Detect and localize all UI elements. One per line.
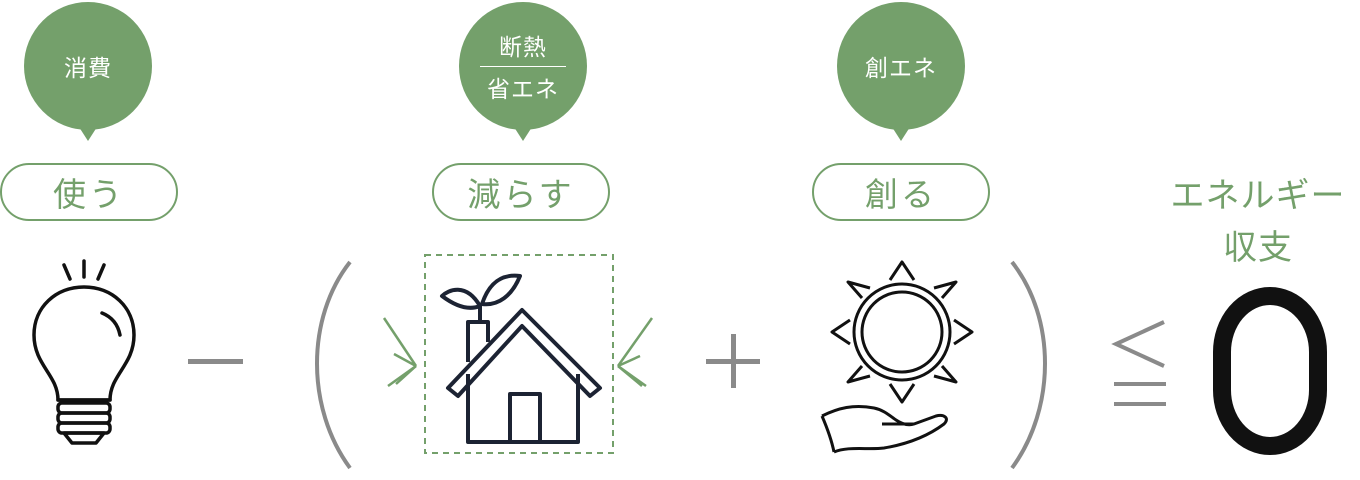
arrow-in-right-icon: [616, 317, 654, 388]
energy-balance-line1: エネルギー: [1170, 176, 1346, 216]
minus-sign: [188, 359, 243, 364]
energy-balance-label: エネルギー 収支: [1158, 170, 1358, 274]
pill-use: 使う: [0, 163, 178, 221]
sun-in-hand-icon: [820, 260, 974, 454]
energy-balance-line2: 収支: [1223, 228, 1293, 268]
zero-value: [1213, 287, 1327, 455]
pill-reduce: 減らす: [432, 163, 610, 221]
bubble-reduce-top-label: 断熱: [499, 34, 547, 61]
bubble-reduce-bottom-label: 省エネ: [487, 77, 559, 104]
pill-reduce-label: 減らす: [467, 175, 575, 214]
pill-create: 創る: [812, 163, 990, 221]
left-parenthesis: [315, 260, 352, 470]
plus-sign: [706, 334, 760, 388]
pill-use-label: 使う: [53, 175, 125, 214]
bubble-consume-label: 消費: [64, 56, 112, 82]
house-icon: [424, 254, 614, 454]
arrow-in-left-icon: [382, 317, 418, 388]
pill-create-label: 創る: [865, 175, 937, 214]
less-than-or-equal-sign: [1111, 320, 1166, 406]
fraction-line: [480, 65, 566, 68]
bubble-create-label: 創エネ: [865, 56, 937, 82]
right-parenthesis: [1010, 260, 1047, 470]
bubble-create: 創エネ: [837, 2, 965, 141]
light-bulb-icon: [32, 259, 136, 445]
bubble-reduce: 断熱 省エネ: [459, 2, 587, 141]
bubble-consume: 消費: [24, 2, 152, 141]
